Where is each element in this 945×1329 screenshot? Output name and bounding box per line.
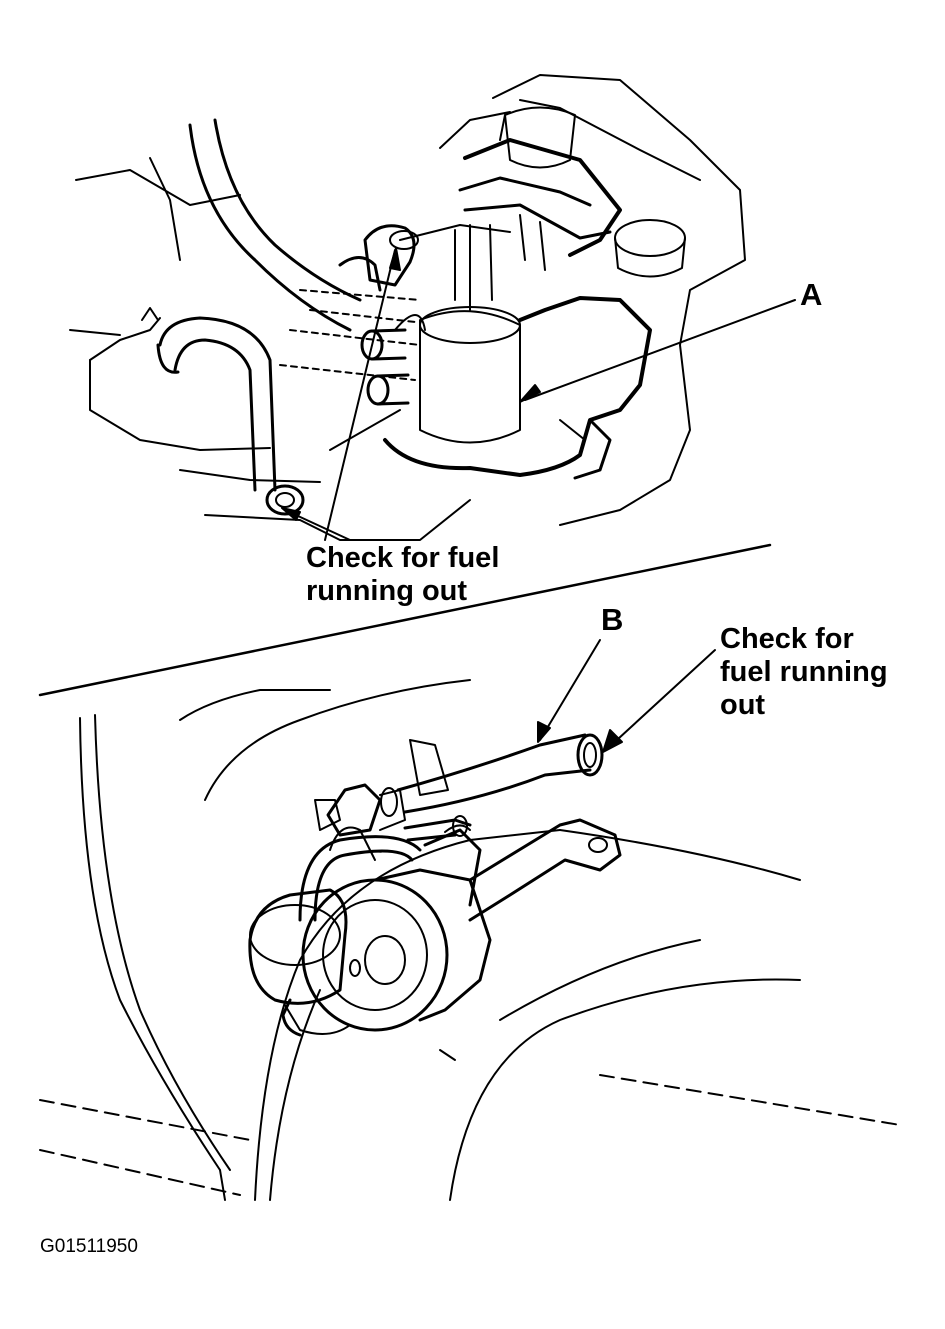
view-divider (38, 543, 772, 697)
bottom-view-drawing (39, 679, 901, 1201)
bottom-check-note-line1: Check for (720, 623, 854, 655)
bottom-check-note-line3: out (720, 689, 766, 721)
top-view-leaders (281, 247, 796, 541)
top-check-note-line2: running out (306, 575, 468, 607)
figure-id: G01511950 (40, 1236, 138, 1257)
top-check-note-line1: Check for fuel (306, 542, 500, 574)
callout-b-label: B (601, 602, 624, 637)
bottom-check-note-line2: fuel running (720, 656, 888, 688)
top-view-drawing (69, 74, 746, 541)
callout-a-label: A (800, 277, 823, 312)
bottom-view-leaders (537, 639, 716, 753)
